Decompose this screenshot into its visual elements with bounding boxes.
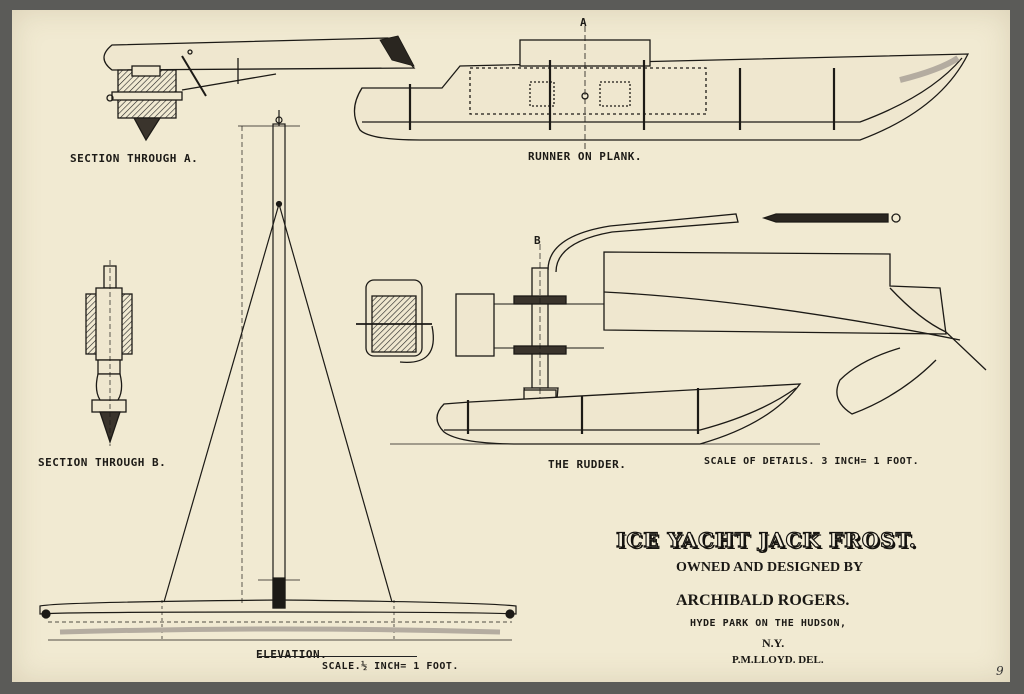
section-b-label: SECTION THROUGH B. [38,456,167,469]
owned-designed-label: OWNED AND DESIGNED BY [676,560,864,575]
section-b-drawing [85,260,133,446]
elevation-underline [259,656,417,657]
drawing-title: ICE YACHT JACK FROST. [615,527,917,552]
owner-name: ARCHIBALD ROGERS. [676,592,850,609]
runner-on-plank-label: RUNNER ON PLANK. [528,150,642,163]
scale-elevation-label: SCALE.½ INCH= 1 FOOT. [322,661,459,672]
marker-a-label: A [580,16,588,29]
section-a-drawing [103,35,416,142]
scale-details-label: SCALE OF DETAILS. 3 INCH= 1 FOOT. [704,456,920,467]
elevation-drawing [39,110,517,641]
rudder-label: THE RUDDER. [548,458,627,471]
section-a-label: SECTION THROUGH A. [70,152,199,165]
location-label: HYDE PARK ON THE HUDSON, [690,618,847,629]
state-label: N.Y. [762,636,785,650]
elevation-label: ELEVATION. [256,648,328,661]
runner-on-plank-drawing [353,26,970,150]
rudder-drawing [356,213,987,445]
page-number: 9 [996,664,1004,678]
marker-b-label: B [534,234,542,247]
draftsman-label: P.M.LLOYD. DEL. [732,654,824,666]
